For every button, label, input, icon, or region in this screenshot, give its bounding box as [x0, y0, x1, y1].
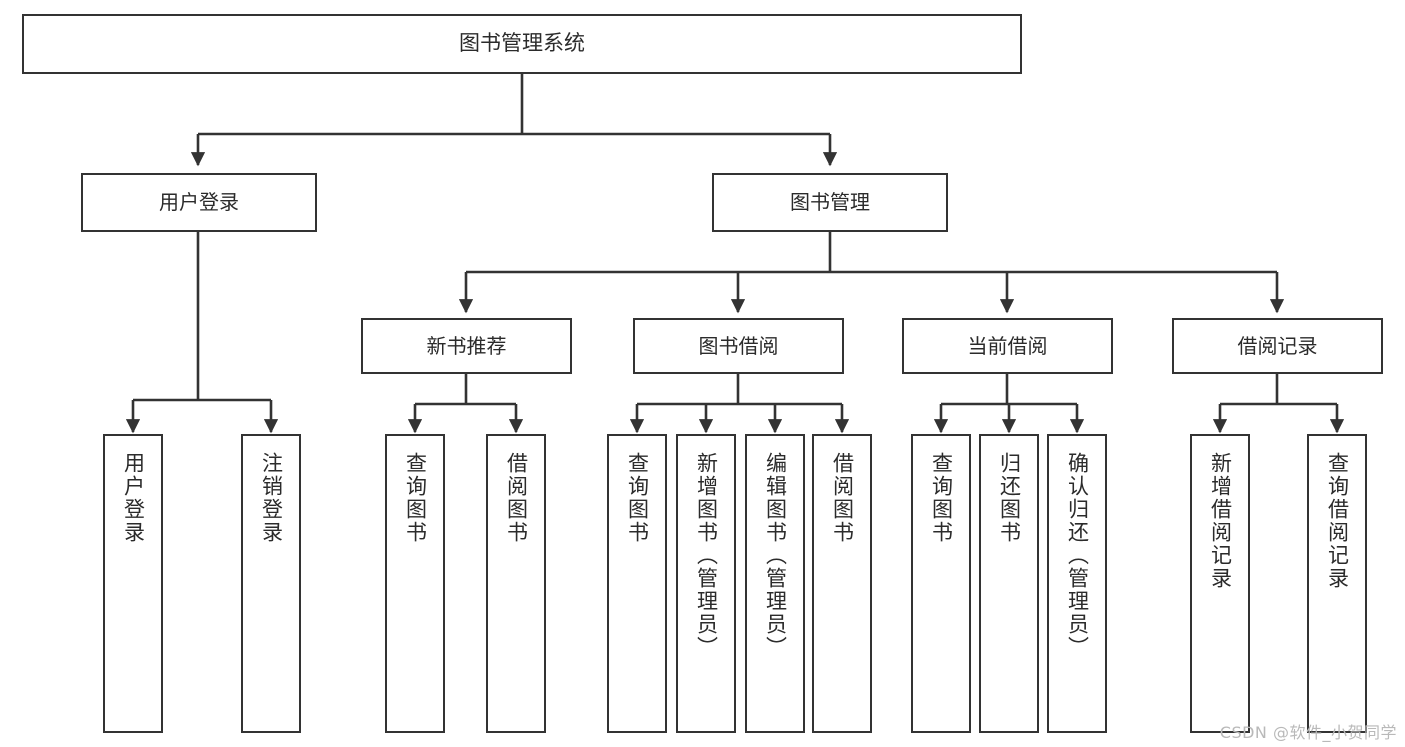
node-leaf-user-login[interactable]: 用户登录 [103, 434, 163, 733]
node-new-book-recommend-label: 新书推荐 [426, 333, 507, 358]
node-leaf-borrow-book-2[interactable]: 借阅图书 [812, 434, 872, 733]
node-leaf-add-record-label: 新增借阅记录 [1208, 452, 1233, 590]
node-leaf-user-login-label: 用户登录 [121, 452, 146, 544]
node-leaf-query-book-2-label: 查询图书 [625, 452, 650, 544]
node-leaf-logout[interactable]: 注销登录 [241, 434, 301, 733]
node-leaf-return-book[interactable]: 归还图书 [979, 434, 1039, 733]
node-leaf-edit-book-label: 编辑图书（管理员） [763, 452, 788, 659]
node-new-book-recommend[interactable]: 新书推荐 [361, 318, 572, 374]
node-leaf-add-record[interactable]: 新增借阅记录 [1190, 434, 1250, 733]
node-current-borrow[interactable]: 当前借阅 [902, 318, 1113, 374]
node-borrow-record-label: 借阅记录 [1237, 333, 1318, 358]
node-leaf-query-book-3-label: 查询图书 [929, 452, 954, 544]
node-leaf-borrow-book-1[interactable]: 借阅图书 [486, 434, 546, 733]
node-leaf-confirm-return-label: 确认归还（管理员） [1065, 452, 1090, 659]
node-leaf-borrow-book-1-label: 借阅图书 [504, 452, 529, 544]
node-leaf-return-book-label: 归还图书 [997, 452, 1022, 544]
node-leaf-query-record-label: 查询借阅记录 [1325, 452, 1350, 590]
node-book-manage[interactable]: 图书管理 [712, 173, 948, 232]
csdn-watermark: CSDN @软件_小贺同学 [1219, 723, 1397, 742]
node-leaf-logout-label: 注销登录 [259, 452, 284, 544]
node-borrow-record[interactable]: 借阅记录 [1172, 318, 1383, 374]
node-leaf-edit-book[interactable]: 编辑图书（管理员） [745, 434, 805, 733]
node-leaf-borrow-book-2-label: 借阅图书 [830, 452, 855, 544]
node-leaf-confirm-return[interactable]: 确认归还（管理员） [1047, 434, 1107, 733]
node-leaf-query-book-3[interactable]: 查询图书 [911, 434, 971, 733]
node-book-manage-label: 图书管理 [790, 190, 870, 215]
node-root-label: 图书管理系统 [459, 31, 585, 56]
node-leaf-query-book-1-label: 查询图书 [403, 452, 428, 544]
node-root[interactable]: 图书管理系统 [22, 14, 1022, 74]
node-leaf-query-record[interactable]: 查询借阅记录 [1307, 434, 1367, 733]
node-book-borrow-label: 图书借阅 [698, 333, 779, 358]
node-user-login-label: 用户登录 [159, 190, 239, 215]
node-leaf-add-book-label: 新增图书（管理员） [694, 452, 719, 659]
node-current-borrow-label: 当前借阅 [967, 333, 1048, 358]
node-leaf-query-book-2[interactable]: 查询图书 [607, 434, 667, 733]
node-leaf-query-book-1[interactable]: 查询图书 [385, 434, 445, 733]
node-leaf-add-book[interactable]: 新增图书（管理员） [676, 434, 736, 733]
node-book-borrow[interactable]: 图书借阅 [633, 318, 844, 374]
node-user-login[interactable]: 用户登录 [81, 173, 317, 232]
